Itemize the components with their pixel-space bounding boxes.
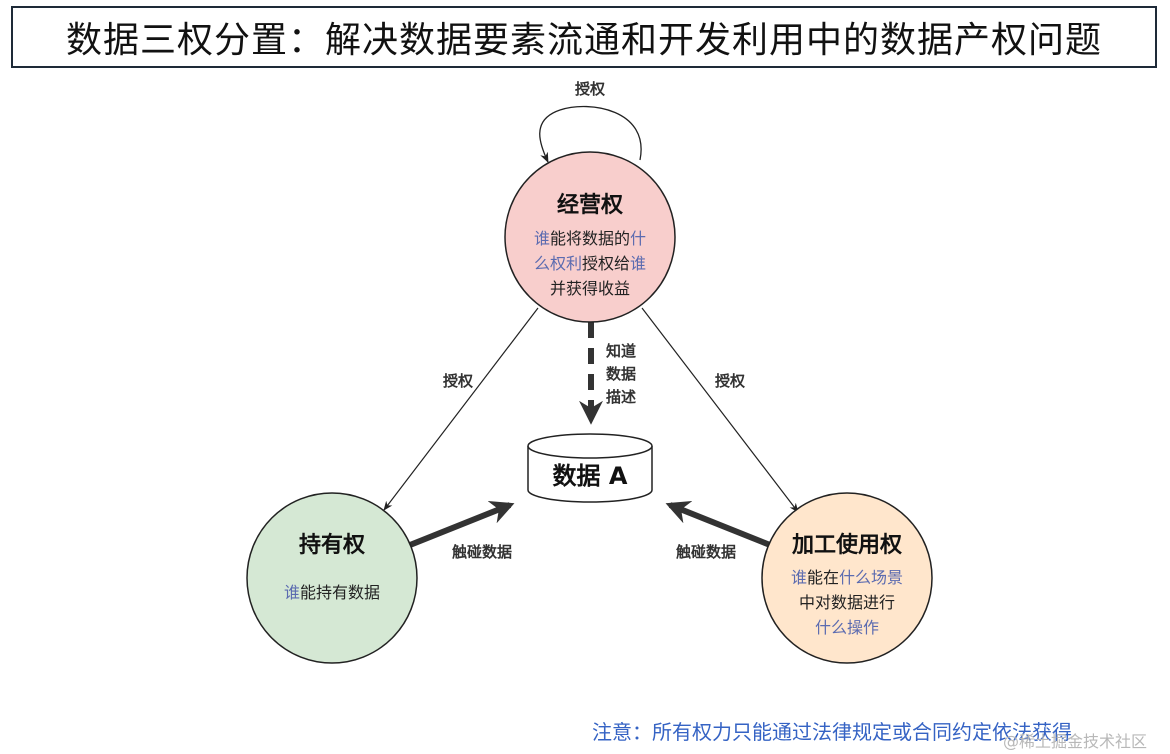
desc-line: 并获得收益	[550, 279, 630, 298]
self-loop-arrow	[539, 105, 642, 163]
grant-arrow-to-process	[641, 307, 799, 513]
legal-note: 注意：所有权力只能通过法律规定或合同约定依法获得	[592, 720, 1072, 744]
desc-text: 并获得收益	[550, 279, 630, 298]
desc-text: 授权给	[582, 254, 630, 273]
self-loop-label: 授权	[575, 80, 606, 98]
hold-right-node: 持有权 谁能持有数据	[246, 492, 418, 664]
title-box: 数据三权分置：解决数据要素流通和开发利用中的数据产权问题	[11, 6, 1157, 68]
hold-right-title: 持有权	[299, 532, 366, 558]
operate-right-node: 经营权 谁能将数据的什么权利授权给谁并获得收益	[504, 151, 676, 323]
desc-highlight: 谁	[534, 229, 550, 248]
desc-line: 谁能在什么场景	[791, 568, 903, 587]
desc-highlight: 么权利	[534, 254, 582, 273]
desc-highlight: 谁	[791, 568, 807, 587]
watermark: @稀土掘金技术社区	[1003, 732, 1148, 751]
grant-label-hold: 授权	[443, 372, 474, 390]
process-right-title: 加工使用权	[791, 532, 903, 558]
know-label-1: 知道	[606, 342, 636, 360]
desc-line: 么权利授权给谁	[534, 254, 646, 273]
desc-highlight: 什么操作	[815, 618, 879, 637]
process-touch-arrow	[665, 500, 772, 548]
hold-right-desc: 谁能持有数据	[284, 583, 380, 602]
hold-touch-arrow	[408, 500, 515, 548]
hold-touch-label: 触碰数据	[452, 543, 512, 561]
desc-line: 谁能持有数据	[284, 583, 380, 602]
process-right-node: 加工使用权 谁能在什么场景中对数据进行什么操作	[761, 492, 933, 664]
process-touch-label: 触碰数据	[676, 543, 736, 561]
process-right-desc: 谁能在什么场景中对数据进行什么操作	[791, 568, 903, 637]
desc-text: 中对数据进行	[799, 593, 895, 612]
know-label-3: 描述	[606, 388, 636, 406]
operate-right-title: 经营权	[557, 192, 624, 218]
desc-highlight: 什	[630, 229, 646, 248]
desc-highlight: 什么场景	[839, 568, 903, 587]
grant-label-process: 授权	[715, 372, 746, 390]
know-label-2: 数据	[606, 365, 636, 383]
data-a-label: 数据 A	[553, 462, 628, 490]
desc-highlight: 谁	[630, 254, 646, 273]
operate-right-desc: 谁能将数据的什么权利授权给谁并获得收益	[534, 229, 646, 298]
desc-text: 能将数据的	[550, 229, 630, 248]
desc-line: 谁能将数据的什	[534, 229, 646, 248]
desc-line: 中对数据进行	[799, 593, 895, 612]
desc-highlight: 谁	[284, 583, 300, 602]
desc-text: 能在	[807, 568, 839, 587]
desc-text: 能持有数据	[300, 583, 380, 602]
grant-arrow-to-hold	[383, 307, 539, 511]
desc-line: 什么操作	[815, 618, 879, 637]
data-a-cylinder: 数据 A	[527, 433, 653, 503]
diagram-title: 数据三权分置：解决数据要素流通和开发利用中的数据产权问题	[65, 20, 1102, 61]
